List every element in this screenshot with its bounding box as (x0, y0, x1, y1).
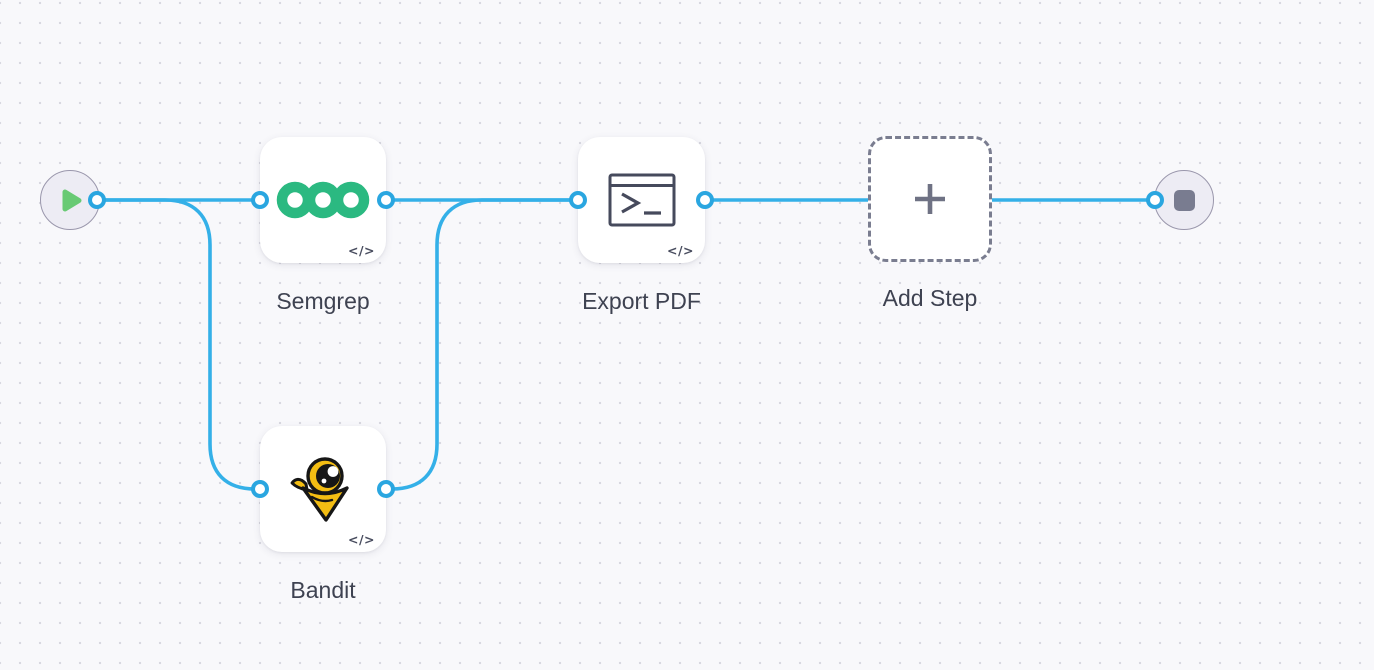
port-end-input[interactable] (1146, 191, 1164, 209)
end-node[interactable] (1154, 170, 1214, 230)
node-bandit[interactable]: </> (260, 426, 386, 552)
node-label-bandit: Bandit (290, 577, 356, 603)
node-label-export-pdf: Export PDF (582, 288, 701, 314)
node-add-step[interactable] (868, 136, 992, 262)
port-start-output[interactable] (88, 191, 106, 209)
node-label-semgrep: Semgrep (276, 288, 370, 314)
edge-start-to-bandit[interactable] (97, 198, 260, 491)
port-semgrep-output[interactable] (377, 191, 395, 209)
stop-icon (1173, 189, 1195, 211)
terminal-icon (608, 173, 675, 227)
plus-icon (915, 184, 945, 214)
code-badge: </> (666, 243, 694, 258)
semgrep-logo-icon (276, 181, 370, 219)
node-export-pdf[interactable]: </> (578, 137, 705, 263)
node-label-add-step: Add Step (882, 285, 978, 311)
code-badge: </> (347, 532, 375, 547)
node-semgrep[interactable]: </> (260, 137, 386, 263)
port-export-pdf-output[interactable] (696, 191, 714, 209)
code-badge: </> (347, 243, 375, 258)
bandit-logo-icon (290, 457, 349, 522)
port-bandit-output[interactable] (377, 480, 395, 498)
edge-bandit-to-export-pdf[interactable] (386, 198, 578, 491)
play-icon (62, 189, 81, 211)
port-semgrep-input[interactable] (251, 191, 269, 209)
port-bandit-input[interactable] (251, 480, 269, 498)
port-export-pdf-input[interactable] (569, 191, 587, 209)
